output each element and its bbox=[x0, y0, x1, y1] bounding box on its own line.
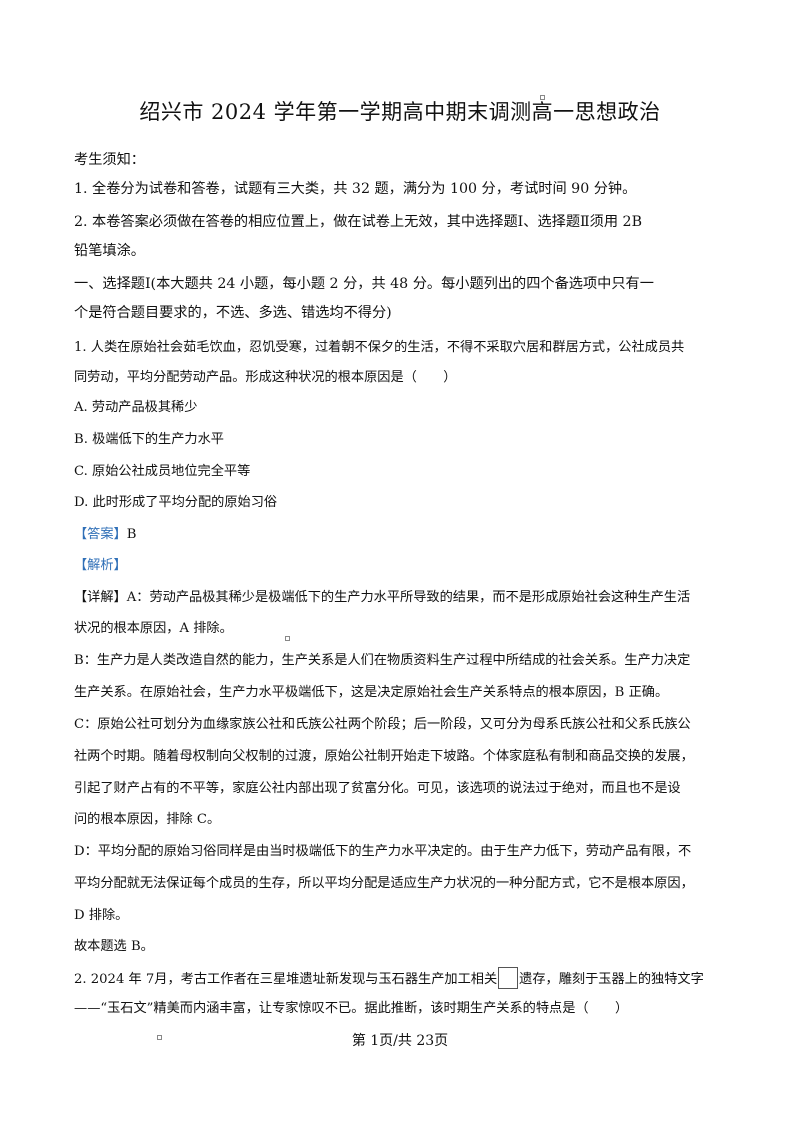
q1-stem-line-2: 同劳动，平均分配劳动产品。形成这种状况的根本原因是（ ） bbox=[74, 370, 457, 385]
notice-line-1: 1. 全卷分为试卷和答卷，试题有三大类，共 32 题，满分为 100 分，考试时… bbox=[74, 181, 637, 197]
q1-detail-line-9: D：平均分配的原始习俗同样是由当时极端低下的生产力水平决定的。由于生产力低下，劳… bbox=[74, 844, 692, 859]
q2-text-before-blank: 2. 2024 年 7月，考古工作者在三星堆遗址新发现与玉石器生产加工相关 bbox=[74, 972, 498, 987]
scan-marker bbox=[540, 95, 545, 100]
section-heading-line-1: 一、选择题Ⅰ(本大题共 24 小题，每小题 2 分，共 48 分。每小题列出的四… bbox=[74, 276, 654, 292]
page-title: 绍兴市 2024 学年第一学期高中期末调测高一思想政治 bbox=[139, 100, 661, 124]
q1-detail-line-8: 问的根本原因，排除 C。 bbox=[74, 812, 221, 827]
q2-stem-line-2: ——“玉石文”精美而内涵丰富，让专家惊叹不已。据此推断，该时期生产关系的特点是（… bbox=[74, 1001, 629, 1016]
q1-detail-line-7: 引起了财产占有的不平等，家庭公社内部出现了贫富分化。可见，该选项的说法过于绝对，… bbox=[74, 781, 681, 796]
q1-detail-line-6: 社两个时期。随着母权制向父权制的过渡，原始公社制开始走下坡路。个体家庭私有制和商… bbox=[74, 749, 694, 764]
q1-detail-line-2: 状况的根本原因，A 排除。 bbox=[74, 621, 233, 636]
scan-marker bbox=[157, 1035, 162, 1040]
blank-box bbox=[498, 967, 519, 989]
section-heading-line-2: 个是符合题目要求的，不选、多选、错选均不得分) bbox=[74, 305, 392, 321]
notice-heading: 考生须知： bbox=[74, 152, 145, 168]
q1-detail-line-11: D 排除。 bbox=[74, 908, 129, 923]
q2-text-after-blank: 遗存，雕刻于玉器上的独特文字 bbox=[519, 972, 704, 987]
q1-stem-line-1: 1. 人类在原始社会茹毛饮血，忍饥受寒，过着朝不保夕的生活，不得不采取穴居和群居… bbox=[74, 340, 685, 355]
detail-tag: 【详解】 bbox=[74, 590, 127, 605]
q1-answer: 【答案】B bbox=[74, 525, 734, 545]
notice-line-3: 铅笔填涂。 bbox=[74, 243, 145, 259]
q2-stem-line-1: 2. 2024 年 7月，考古工作者在三星堆遗址新发现与玉石器生产加工相关 遗存，… bbox=[74, 967, 734, 990]
q1-detail-line-10: 平均分配就无法保证每个成员的生存，所以平均分配是适应生产力状况的一种分配方式，它… bbox=[74, 876, 694, 891]
q1-detail-line-3: B：生产力是人类改造自然的能力，生产关系是人们在物质资料生产过程中所结成的社会关… bbox=[74, 653, 691, 668]
q1-option-a: A. 劳动产品极其稀少 bbox=[74, 400, 198, 415]
page-footer: 第 1页/共 23页 bbox=[351, 1033, 449, 1049]
scan-marker bbox=[285, 636, 290, 641]
analysis-tag: 【解析】 bbox=[74, 558, 127, 573]
q1-option-d: D. 此时形成了平均分配的原始习俗 bbox=[74, 495, 278, 510]
answer-tag: 【答案】 bbox=[74, 527, 127, 542]
notice-line-2: 2. 本卷答案必须做在答卷的相应位置上，做在试卷上无效，其中选择题Ⅰ、选择题Ⅱ须… bbox=[74, 214, 643, 230]
q1-conclusion: 故本题选 B。 bbox=[74, 939, 154, 954]
answer-value: B bbox=[126, 527, 137, 542]
q1-option-b: B. 极端低下的生产力水平 bbox=[74, 432, 224, 447]
q1-analysis-heading: 【解析】 bbox=[74, 556, 734, 576]
q1-option-c: C. 原始公社成员地位完全平等 bbox=[74, 464, 251, 479]
q1-detail-line-1: 【详解】A：劳动产品极其稀少是极端低下的生产力水平所导致的结果，而不是形成原始社… bbox=[74, 588, 734, 608]
q1-detail-line-5: C：原始公社可划分为血缘家族公社和氏族公社两个阶段；后一阶段，又可分为母系氏族公… bbox=[74, 717, 691, 732]
detail-text: A：劳动产品极其稀少是极端低下的生产力水平所导致的结果，而不是形成原始社会这种生… bbox=[126, 590, 691, 605]
q1-detail-line-4: 生产关系。在原始社会，生产力水平极端低下，这是决定原始社会生产关系特点的根本原因… bbox=[74, 685, 669, 700]
